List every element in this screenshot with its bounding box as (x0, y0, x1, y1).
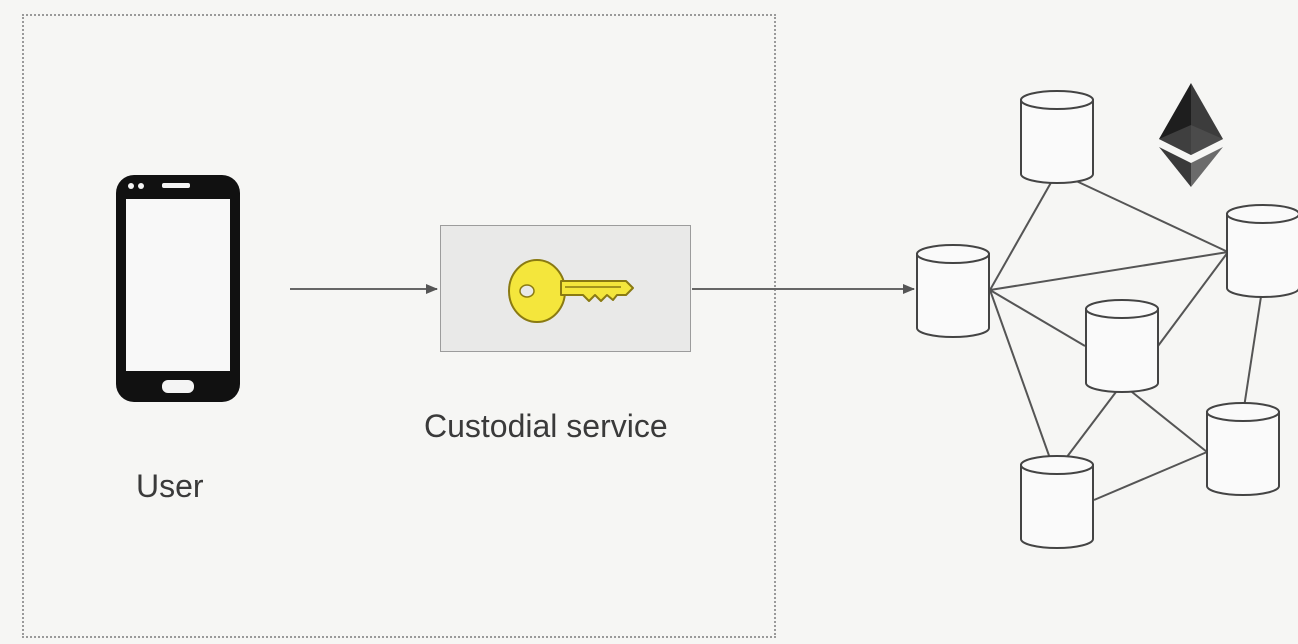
user-label: User (136, 468, 204, 504)
database-node (1020, 90, 1094, 184)
database-node (1085, 299, 1159, 393)
edge (1093, 451, 1208, 501)
edge (989, 289, 1058, 479)
edge (989, 171, 1058, 291)
edge (989, 251, 1229, 291)
key-icon (508, 259, 634, 323)
custodial-service-label: Custodial service (424, 408, 668, 444)
edge (1121, 383, 1208, 453)
ethereum-logo (1159, 83, 1223, 187)
database-node (1020, 455, 1094, 549)
database-node (916, 244, 990, 338)
custodial-service-box (440, 225, 691, 352)
edge (1157, 251, 1229, 347)
edge (1242, 289, 1263, 415)
edge (989, 289, 1086, 347)
database-node (1226, 204, 1298, 298)
edge (1056, 171, 1229, 253)
database-node (1206, 402, 1280, 496)
network-nodes (916, 90, 1298, 549)
custodial-boundary (22, 14, 776, 638)
